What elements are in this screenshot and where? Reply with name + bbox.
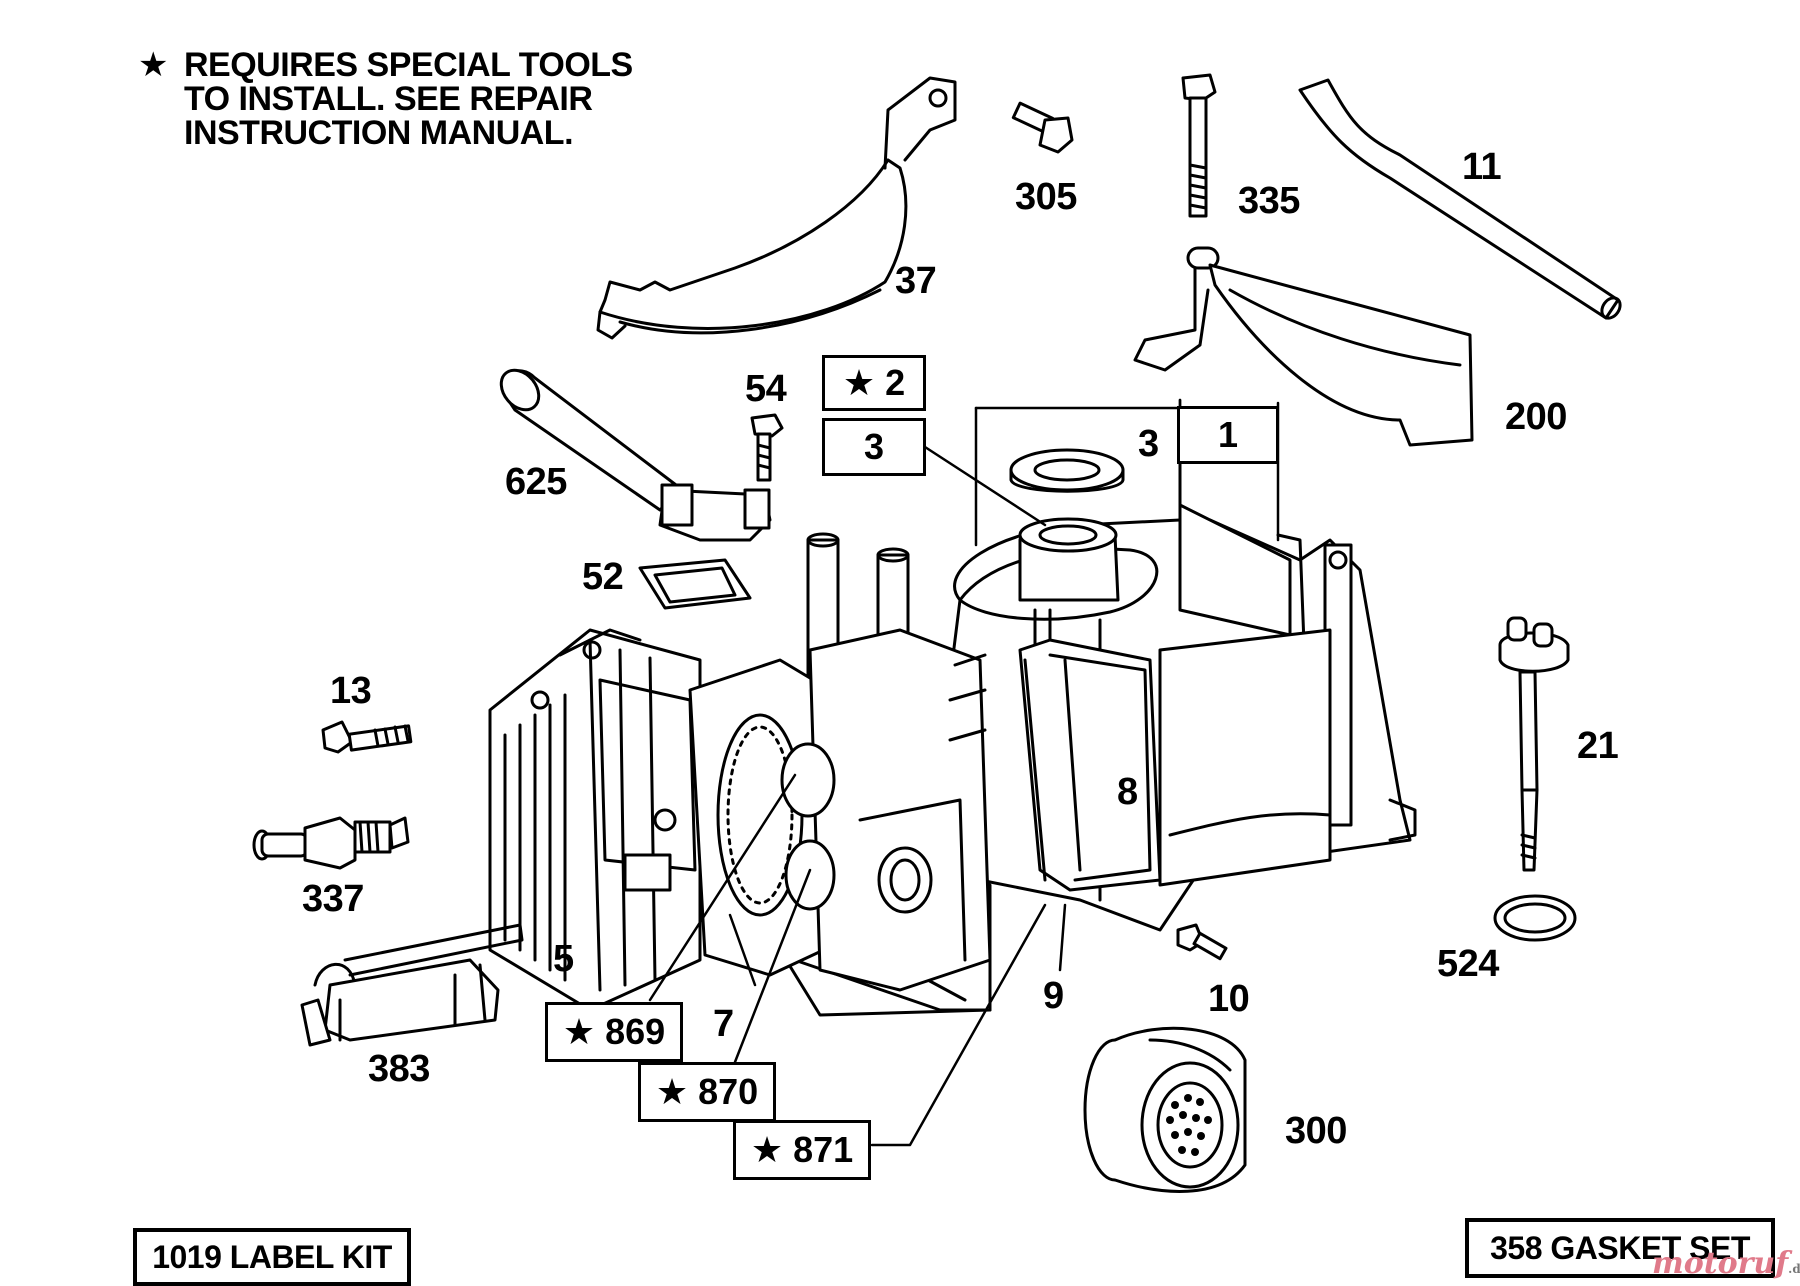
muffler-300-part [1083, 1026, 1247, 1193]
screw-54-part [750, 413, 784, 482]
part-label-625: 625 [505, 461, 567, 503]
part-label-300: 300 [1285, 1110, 1347, 1152]
part-label-5: 5 [553, 938, 574, 980]
callout-box-2: ★ 2 [822, 355, 926, 411]
screw-305-part [1011, 101, 1074, 154]
part-label-21: 21 [1577, 725, 1619, 767]
callout-box-869: ★ 869 [545, 1002, 683, 1062]
breather-8-part [1018, 638, 1162, 892]
washer-3-part [1009, 448, 1125, 493]
dipstick-tube-11-part [1298, 78, 1622, 320]
part-label-13: 13 [330, 670, 372, 712]
dipstick-21-part [1498, 616, 1570, 872]
o-ring-524-part [1493, 894, 1577, 942]
callout-box-870: ★ 870 [638, 1062, 776, 1122]
part-label-54: 54 [745, 368, 787, 410]
part-label-11: 11 [1462, 146, 1502, 188]
motoruf-watermark: motoruf.de [1652, 1246, 1800, 1281]
part-label-524: 524 [1437, 943, 1499, 985]
cylinder-port-plate-part [780, 628, 992, 992]
part-label-305: 305 [1015, 176, 1077, 218]
callout-box-1: 1 [1177, 406, 1279, 464]
gasket-52-part [638, 558, 752, 610]
spark-plug-337-part [252, 816, 410, 870]
leader-lines [648, 398, 1280, 1147]
part-label-200: 200 [1505, 396, 1567, 438]
part-label-383: 383 [368, 1048, 430, 1090]
screw-10-part [1176, 923, 1228, 961]
tool-383-part [300, 923, 524, 1047]
watermark-tld: .de [1788, 1262, 1800, 1276]
part-label-9: 9 [1043, 975, 1064, 1017]
note-line-2: TO INSTALL. SEE REPAIR [184, 80, 593, 118]
part-label-37: 37 [895, 260, 937, 302]
part-label-10: 10 [1208, 978, 1250, 1020]
bolt-13-part [321, 720, 413, 754]
part-label-3-washer: 3 [1138, 423, 1159, 465]
label-kit-box: 1019 LABEL KIT [133, 1228, 411, 1286]
note-line-1: REQUIRES SPECIAL TOOLS [184, 46, 633, 84]
star-icon: ★ [138, 46, 168, 84]
air-baffle-part [596, 76, 957, 340]
callout-box-871: ★ 871 [733, 1120, 871, 1180]
part-label-8: 8 [1117, 771, 1138, 813]
bracket-200-part [1133, 246, 1474, 447]
callout-box-3: 3 [822, 418, 926, 476]
part-label-52: 52 [582, 556, 624, 598]
part-label-337: 337 [302, 878, 364, 920]
watermark-brand: motoruf [1652, 1246, 1789, 1281]
breather-tube-625-part [499, 368, 772, 542]
part-label-7: 7 [713, 1003, 734, 1045]
note-line-3: INSTRUCTION MANUAL. [184, 114, 574, 152]
gasket-set-box: 358 GASKET SET [1465, 1218, 1775, 1278]
bolt-335-part [1181, 73, 1217, 218]
part-label-335: 335 [1238, 180, 1300, 222]
cylinder-head-5-part [488, 628, 702, 1012]
